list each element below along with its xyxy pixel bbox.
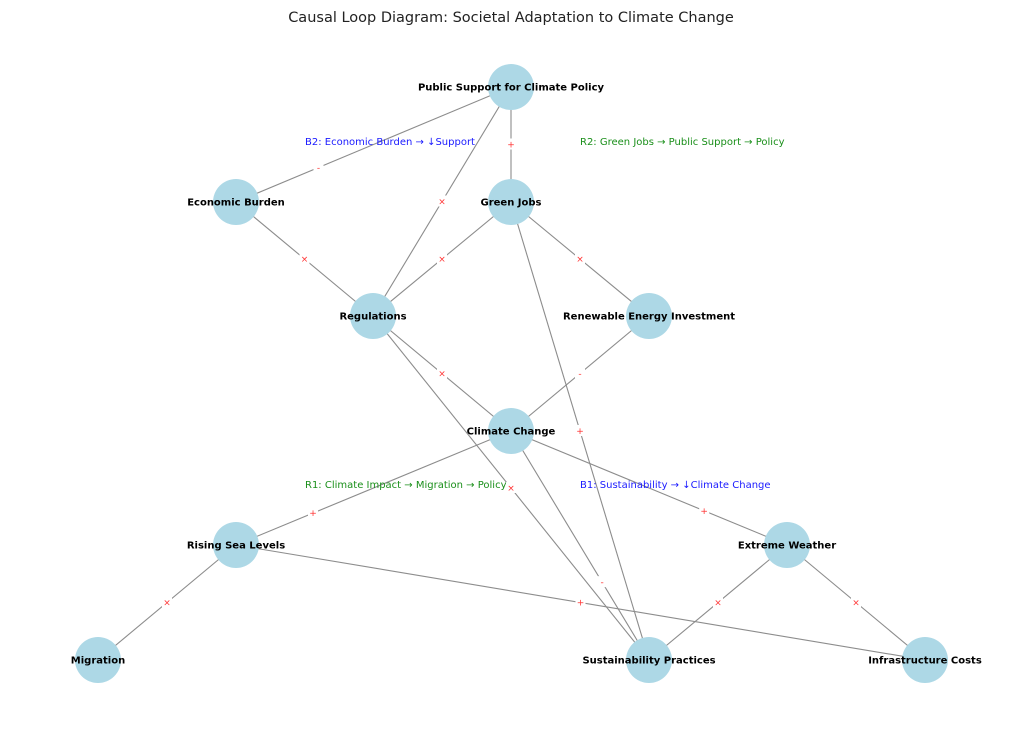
polarity-background <box>597 576 608 588</box>
node-labels-layer: Public Support for Climate PolicyEconomi… <box>71 83 982 667</box>
node-label-climate_change: Climate Change <box>467 427 556 438</box>
node-green_jobs[interactable] <box>488 179 534 225</box>
edge-climate_change-to-sustainability <box>510 430 650 661</box>
edge-polarity-label: × <box>852 599 860 609</box>
polarity-background <box>575 596 586 608</box>
loop-labels-layer: B2: Economic Burden → ↓Support R2: Green … <box>305 137 785 491</box>
edge-polarity-label: × <box>507 484 515 494</box>
edge-polarity-label: × <box>163 599 171 609</box>
edge-polarity-label: × <box>576 255 584 265</box>
node-label-economic_burden: Economic Burden <box>187 198 285 209</box>
loop-label-B1: B1: Sustainability → ↓Climate Change <box>580 480 771 491</box>
edge-polarity-label: × <box>714 599 722 609</box>
node-regulations[interactable] <box>350 293 396 339</box>
node-migration[interactable] <box>75 637 121 683</box>
node-label-green_jobs: Green Jobs <box>480 198 541 209</box>
edge-polarity-label: - <box>600 578 603 588</box>
polarity-background <box>437 253 447 264</box>
polarity-background <box>575 253 585 264</box>
edge-public_support-to-economic_burden <box>235 86 512 203</box>
polarity-background <box>575 425 585 436</box>
loop-label-B2: B2: Economic Burden → ↓Support <box>305 137 475 148</box>
polarity-background <box>437 367 447 379</box>
polarity-background <box>299 253 310 264</box>
edge-polarity-label: - <box>578 370 581 380</box>
edge-polarity-label: × <box>301 255 309 265</box>
edge-polarity-label: × <box>438 370 446 380</box>
edge-climate_change-to-rising_sea <box>235 430 512 546</box>
node-climate_change[interactable] <box>488 408 534 454</box>
node-label-sustainability: Sustainability Practices <box>582 656 715 667</box>
polarity-background <box>699 504 710 516</box>
edge-polarity-label: + <box>576 427 584 437</box>
polarity-background <box>851 596 861 608</box>
node-extreme_weather[interactable] <box>764 522 810 568</box>
node-sustainability[interactable] <box>626 637 672 683</box>
node-label-extreme_weather: Extreme Weather <box>738 541 836 552</box>
nodes-layer <box>75 64 948 683</box>
node-label-public_support: Public Support for Climate Policy <box>418 83 605 94</box>
node-renewable[interactable] <box>626 293 672 339</box>
polarity-background <box>575 367 585 379</box>
node-label-regulations: Regulations <box>339 312 406 323</box>
node-public_support[interactable] <box>488 64 534 110</box>
polarity-background <box>506 138 516 150</box>
node-rising_sea[interactable] <box>213 522 259 568</box>
edge-polarity-label: + <box>577 599 585 609</box>
edge-climate_change-to-extreme_weather <box>510 430 788 546</box>
diagram-title: Causal Loop Diagram: Societal Adaptation… <box>288 10 734 26</box>
edge-polarity-label: + <box>700 507 708 517</box>
polarity-background <box>506 482 516 493</box>
node-label-rising_sea: Rising Sea Levels <box>187 541 285 552</box>
node-economic_burden[interactable] <box>213 179 259 225</box>
node-infrastructure[interactable] <box>902 637 948 683</box>
node-label-renewable: Renewable Energy Investment <box>563 312 735 323</box>
loop-label-R1: R1: Climate Impact → Migration → Policy <box>305 480 507 491</box>
node-label-infrastructure: Infrastructure Costs <box>868 656 982 667</box>
polarity-background <box>437 195 447 207</box>
loop-label-R2: R2: Green Jobs → Public Support → Policy <box>580 137 785 148</box>
edge-polarity-label: - <box>317 164 320 174</box>
polarity-background <box>313 161 324 173</box>
polarity-background <box>308 507 318 519</box>
node-label-migration: Migration <box>71 656 125 667</box>
edge-polarity-label: + <box>507 141 515 151</box>
polarity-layer: - + × × × × + × × - + + - × + × × <box>162 138 861 609</box>
polarity-background <box>713 596 723 608</box>
edge-polarity-label: × <box>438 255 446 265</box>
polarity-background <box>162 596 172 608</box>
edge-polarity-label: × <box>438 198 446 208</box>
edge-polarity-label: + <box>309 509 317 519</box>
edges-layer <box>97 86 926 661</box>
